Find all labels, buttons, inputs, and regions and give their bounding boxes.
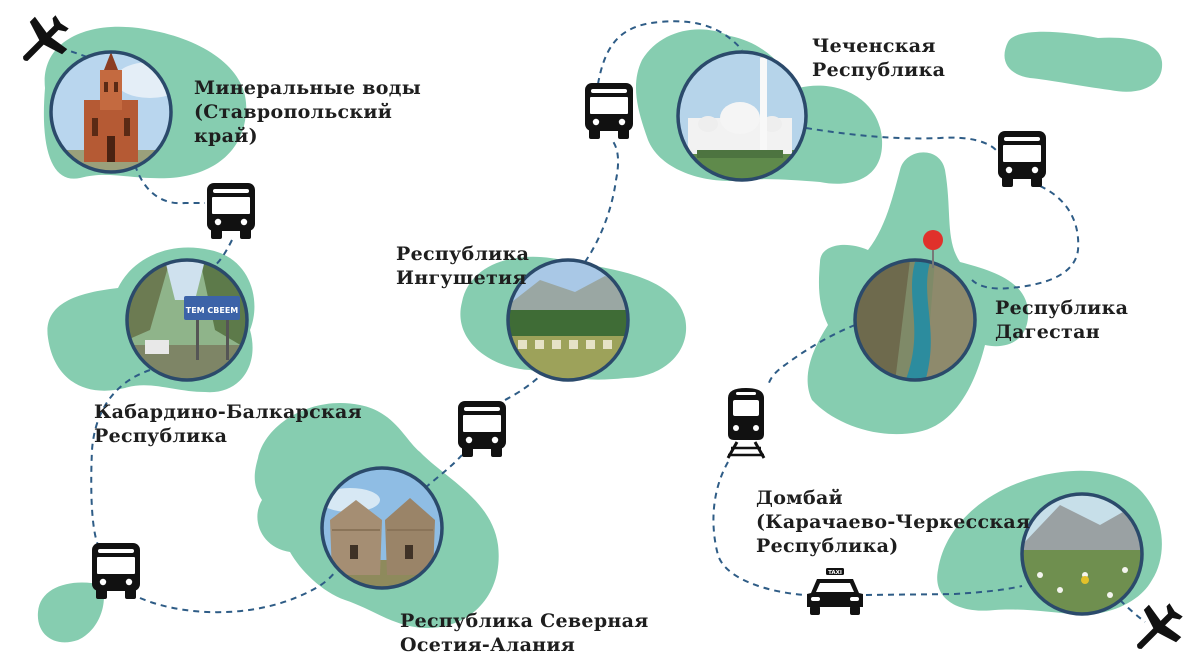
bus-icon xyxy=(998,131,1046,187)
route-segment-ossetia-bus3 xyxy=(424,454,463,489)
stop-label-chechnya: Чеченская Республика xyxy=(812,34,945,82)
stop-label-north-ossetia: Республика Северная Осетия-Алания xyxy=(400,609,649,657)
route-segment-bus1-kabardino xyxy=(211,239,233,269)
route-segment-kabardino-bus2 xyxy=(90,369,151,546)
stop-label-line: Чеченская xyxy=(812,35,936,57)
stop-label-line: Минеральные воды xyxy=(194,77,422,99)
bus-icon xyxy=(458,401,506,457)
route-segment-bus2-ossetia xyxy=(139,571,336,614)
stop-label-line: Ингушетия xyxy=(396,267,527,289)
map-pin-icon xyxy=(923,230,943,250)
airplane-icon xyxy=(1130,602,1184,656)
stop-label-dagestan: Республика Дагестан xyxy=(995,296,1128,344)
taxi-sign-text: TAXI xyxy=(828,570,842,576)
road-sign-text: ТЕМ СВЕЕМ xyxy=(186,306,239,315)
land-blob-chechnya-east xyxy=(1004,31,1163,92)
route-segment-taxi-dombay xyxy=(865,585,1023,596)
stop-label-line: (Ставропольский xyxy=(194,101,393,123)
stop-photo-chechnya xyxy=(676,50,808,182)
stop-label-dombay: Домбай (Карачаево-Черкесская Республика) xyxy=(756,486,1030,558)
stop-label-line: Республика xyxy=(995,297,1129,319)
route-segment-mineralnye-kabardino xyxy=(134,164,205,205)
stop-photo-ingushetia xyxy=(506,258,630,382)
route-segment-chechnya-bus5 xyxy=(805,127,997,151)
route-segment-bus3-ingushetia xyxy=(504,375,541,401)
stop-label-line: Домбай xyxy=(756,487,843,509)
stop-label-mineralnye-vody: Минеральные воды (Ставропольский край) xyxy=(194,76,421,148)
stop-label-line: Республика) xyxy=(756,535,899,557)
bus-icon xyxy=(207,183,255,239)
land-blob-ossetia-west xyxy=(37,582,104,643)
stop-label-kabardino-balkaria: Кабардино-Балкарская Республика xyxy=(94,400,362,448)
road-sign xyxy=(184,296,240,320)
train-icon xyxy=(726,386,766,460)
stop-label-ingushetia: Республика Ингушетия xyxy=(396,242,529,290)
stop-label-line: край) xyxy=(194,125,258,147)
stop-label-line: Республика xyxy=(812,59,946,81)
stop-label-line: Дагестан xyxy=(995,321,1100,343)
stop-label-line: Осетия-Алания xyxy=(400,634,576,656)
stop-photo-north-ossetia xyxy=(320,466,444,590)
stop-label-line: Республика xyxy=(396,243,530,265)
bus-icon xyxy=(92,543,140,599)
taxi-icon: TAXI xyxy=(807,568,863,615)
stop-label-line: Кабардино-Балкарская xyxy=(94,401,362,423)
route-segment-dombay-plane xyxy=(1119,599,1146,623)
stop-label-line: Республика xyxy=(94,425,228,447)
route-segment-dagestan-train xyxy=(767,324,856,387)
stop-photo-mineralnye-vody xyxy=(49,50,173,174)
stop-label-line: Республика Северная xyxy=(400,610,649,632)
stop-photo-dagestan xyxy=(853,230,977,382)
bus-icon xyxy=(585,83,633,139)
stop-photo-dombay xyxy=(1020,492,1144,616)
route-segment-ingushetia-bus4 xyxy=(584,139,620,263)
stop-label-line: (Карачаево-Черкесская xyxy=(756,511,1031,533)
